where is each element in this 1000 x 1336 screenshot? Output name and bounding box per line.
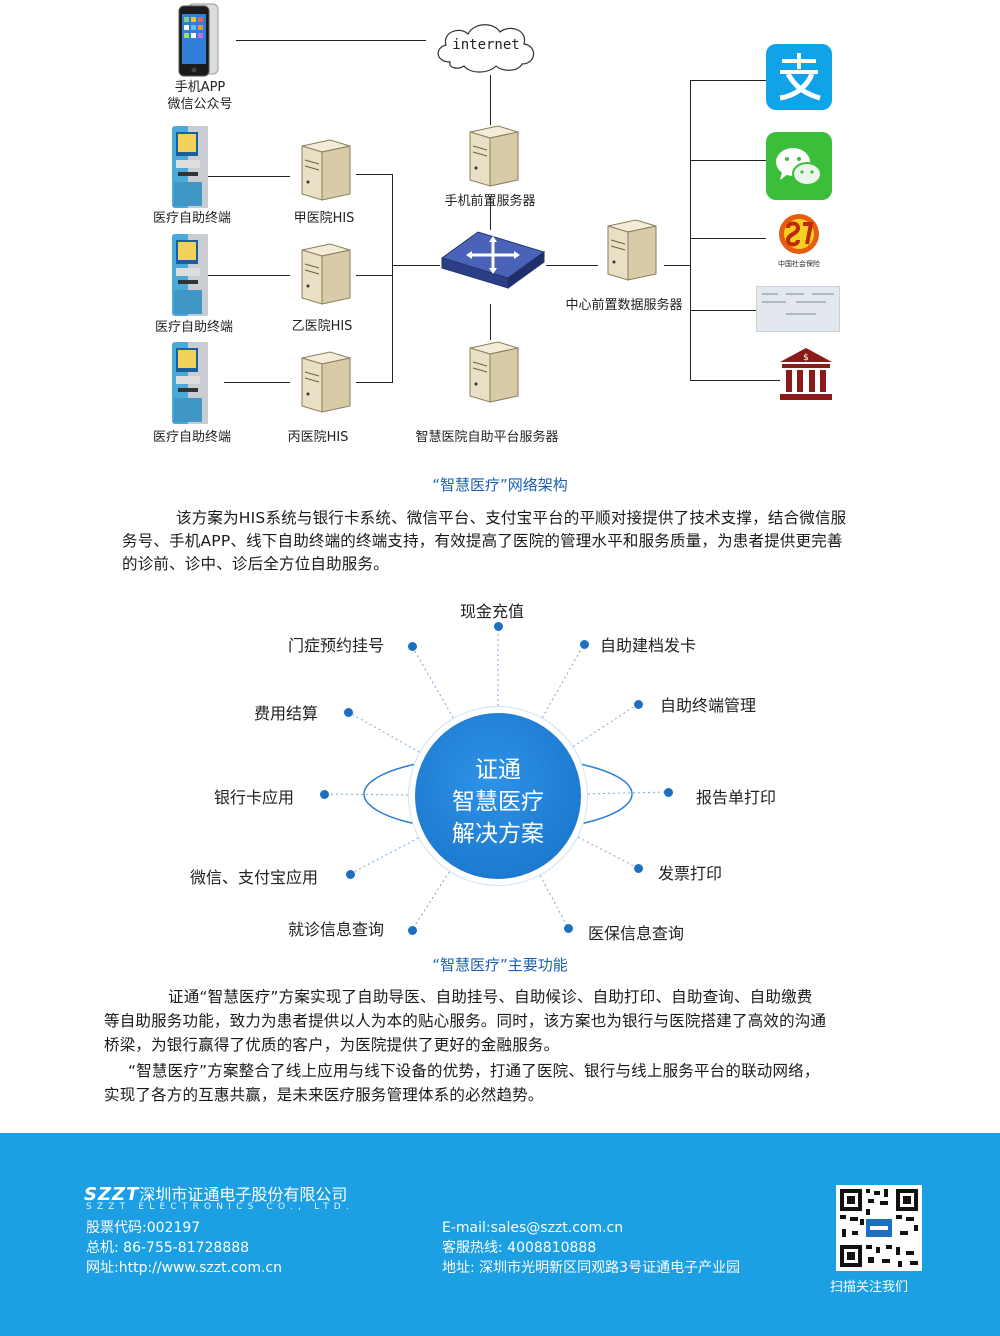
platform-server-label: 智慧医院自助平台服务器: [415, 430, 559, 445]
center-title-1: 证通: [475, 757, 521, 783]
paragraph-3-line-2: 实现了各方的互惠共赢，是未来医疗服务管理体系的必然趋势。: [104, 1086, 544, 1104]
kiosk-label-2: 医疗自助终端: [154, 320, 233, 335]
center-title-2: 智慧医疗: [452, 789, 544, 815]
alipay-icon: [766, 44, 832, 110]
feature-dot: [408, 926, 417, 935]
mobile-server-label: 手机前置服务器: [444, 194, 536, 209]
feature-dot: [494, 622, 503, 631]
feature-report-printing: 报告单打印: [696, 788, 777, 807]
svg-text:$: $: [803, 353, 809, 363]
feature-cash-recharge: 现金充值: [460, 602, 525, 621]
feature-dot: [408, 642, 417, 651]
service-hotline: 客服热线: 4008810888: [442, 1240, 597, 1256]
feature-card-issuance: 自助建档发卡: [600, 636, 697, 655]
brand-wordmark: SZZT: [84, 1184, 140, 1205]
server-icon: [301, 243, 351, 305]
wechat-icon: [766, 132, 832, 200]
stock-code: 股票代码:002197: [86, 1220, 201, 1236]
his-b-label: 乙医院HIS: [291, 319, 353, 334]
footer: SZZT深圳市证通电子股份有限公司 SZZT ELECTRONICS CO., …: [0, 1133, 1000, 1336]
network-caption: “智慧医疗”网络架构: [432, 476, 568, 494]
paragraph-2-line-1: 证通“智慧医疗”方案实现了自助导医、自助挂号、自助候诊、自助打印、自助查询、自助…: [168, 988, 813, 1006]
feature-dot: [664, 788, 673, 797]
his-c-label: 丙医院HIS: [287, 430, 349, 445]
kiosk-label-1: 医疗自助终端: [152, 211, 231, 226]
kiosk-icon: [172, 126, 208, 208]
kiosk-icon: [172, 342, 208, 424]
feature-bank-card: 银行卡应用: [214, 788, 295, 807]
feature-dot: [564, 924, 573, 933]
internet-label: internet: [452, 37, 520, 53]
feature-dot: [634, 700, 643, 709]
server-icon: [469, 125, 519, 187]
network-switch-icon: [440, 231, 546, 289]
qr-code-icon[interactable]: [836, 1185, 922, 1271]
internet-cloud-icon: [437, 24, 535, 73]
company-logo: SZZT深圳市证通电子股份有限公司: [84, 1181, 347, 1205]
his-a-label: 甲医院HIS: [293, 211, 355, 226]
server-icon: [469, 341, 519, 403]
feature-dot: [320, 790, 329, 799]
bank-card-icon: [756, 286, 840, 332]
qr-caption: 扫描关注我们: [830, 1280, 909, 1295]
email-link[interactable]: E-mail:sales@szzt.com.cn: [442, 1220, 624, 1236]
company-name: 深圳市证通电子股份有限公司: [139, 1185, 348, 1204]
switchboard-phone: 总机: 86-755-81728888: [86, 1240, 250, 1256]
feature-dot: [346, 870, 355, 879]
center-circle: [415, 713, 581, 879]
website-link[interactable]: 网址:http://www.szzt.com.cn: [86, 1260, 282, 1276]
feature-visit-info-query: 就诊信息查询: [288, 920, 385, 939]
feature-medical-insurance-query: 医保信息查询: [588, 924, 685, 943]
functions-caption: “智慧医疗”主要功能: [432, 956, 568, 974]
server-icon: [301, 351, 351, 413]
feature-appointment: 门症预约挂号: [288, 636, 385, 655]
company-name-en: SZZT ELECTRONICS CO., LTD.: [86, 1202, 355, 1212]
center-server-label: 中心前置数据服务器: [565, 298, 683, 313]
center-title-3: 解决方案: [452, 821, 544, 847]
feature-dot: [344, 708, 353, 717]
smartphone-icon: [178, 3, 219, 77]
feature-invoice-printing: 发票打印: [658, 864, 723, 883]
social-insurance-text: 中国社会保险: [778, 259, 820, 268]
feature-fee-settlement: 费用结算: [254, 704, 319, 723]
feature-terminal-management: 自助终端管理: [660, 696, 757, 715]
paragraph-3-line-1: “智慧医疗”方案整合了线上应用与线下设备的优势，打通了医院、银行与线上服务平台的…: [128, 1062, 820, 1080]
paragraph-2-line-2: 等自助服务功能，致力为患者提供以人为本的贴心服务。同时，该方案也为银行与医院搭建…: [104, 1012, 827, 1030]
paragraph-1-line-3: 的诊前、诊中、诊后全方位自助服务。: [122, 555, 389, 573]
paragraph-1-line-1: 该方案为HIS系统与银行卡系统、微信平台、支付宝平台的平顺对接提供了技术支撑，结…: [176, 509, 847, 527]
social-insurance-logo-icon: 中国社会保险: [778, 214, 820, 268]
phone-label-wechat: 微信公众号: [167, 97, 233, 112]
phone-label-app: 手机APP: [174, 80, 226, 95]
bank-building-icon: $: [780, 348, 832, 400]
server-icon: [607, 219, 657, 281]
address: 地址: 深圳市光明新区同观路3号证通电子产业园: [442, 1260, 741, 1276]
paragraph-2-line-3: 桥梁，为银行赢得了优质的客户，为医院提供了更好的金融服务。: [104, 1036, 560, 1054]
feature-wechat-alipay: 微信、支付宝应用: [190, 868, 319, 887]
feature-dot: [580, 640, 589, 649]
kiosk-label-3: 医疗自助终端: [152, 430, 231, 445]
server-icon: [301, 139, 351, 201]
paragraph-1-line-2: 务号、手机APP、线下自助终端的终端支持，有效提高了医院的管理水平和服务质量，为…: [122, 532, 843, 550]
kiosk-icon: [172, 234, 208, 316]
feature-dot: [634, 864, 643, 873]
